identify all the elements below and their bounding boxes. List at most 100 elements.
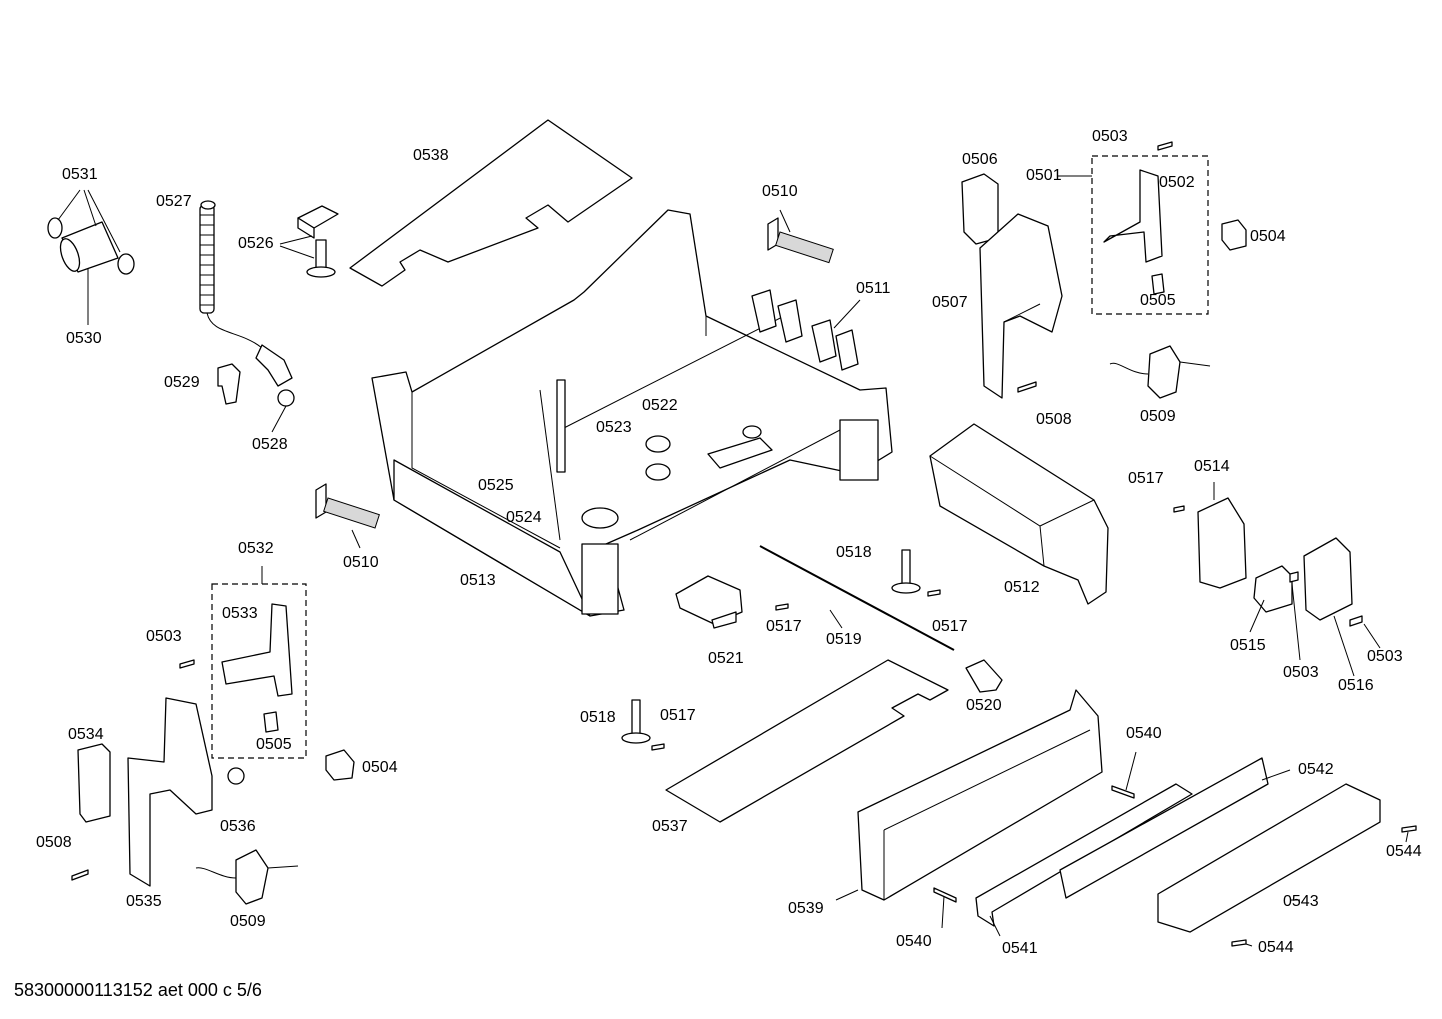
label-0544-right: 0544: [1386, 843, 1422, 860]
part-0521-valve: [675, 575, 743, 629]
part-0511-connectors: [751, 289, 861, 371]
label-0503-top: 0503: [1092, 128, 1128, 145]
part-0508-screw-b: [71, 869, 89, 881]
part-0505-clip: [1151, 273, 1165, 295]
part-0510-spring-bottom: [315, 483, 380, 549]
label-0516: 0516: [1338, 677, 1374, 694]
label-0517-right: 0517: [1128, 470, 1164, 487]
part-0539-kickplate: [857, 689, 1103, 901]
label-0507: 0507: [932, 294, 968, 311]
part-0503-screw-b: [1289, 571, 1299, 583]
label-0530: 0530: [66, 330, 102, 347]
part-0503-screw-d: [179, 659, 195, 669]
part-0527-hose: [199, 200, 293, 387]
label-0535: 0535: [126, 893, 162, 910]
part-0502-bracket: [1103, 169, 1163, 263]
label-0540-bottom: 0540: [896, 933, 932, 950]
label-0517-left: 0517: [766, 618, 802, 635]
label-0509-bottom: 0509: [230, 913, 266, 930]
part-0535-bracket: [127, 697, 213, 887]
label-0524: 0524: [506, 509, 542, 526]
part-0543-panel: [1157, 783, 1381, 933]
part-0517-screw-c: [775, 603, 789, 611]
label-0511: 0511: [856, 280, 891, 297]
label-0513: 0513: [460, 572, 496, 589]
label-0505-bottom: 0505: [256, 736, 292, 753]
part-0504-cap: [1221, 219, 1247, 251]
label-0514: 0514: [1194, 458, 1230, 475]
part-0519-rod: [759, 545, 955, 651]
label-0515: 0515: [1230, 637, 1266, 654]
label-0541: 0541: [1002, 940, 1038, 957]
part-0503-screw: [1157, 141, 1173, 151]
label-0533: 0533: [222, 605, 258, 622]
label-0536: 0536: [220, 818, 256, 835]
part-0515-bracket: [1253, 565, 1293, 613]
label-0510-top: 0510: [762, 183, 798, 200]
part-0532-group: [211, 583, 307, 759]
part-0517-screw-b: [927, 589, 941, 597]
part-0540-screw-a: [1111, 785, 1135, 799]
label-0529: 0529: [164, 374, 200, 391]
part-0509-motor-top: [1109, 345, 1211, 399]
label-0531: 0531: [62, 166, 98, 183]
label-0523: 0523: [596, 419, 632, 436]
label-0538: 0538: [413, 147, 449, 164]
part-0529-clip: [217, 363, 241, 405]
part-0540-screw-b: [933, 887, 957, 903]
part-0534-cover: [77, 743, 111, 823]
label-0517-middle: 0517: [932, 618, 968, 635]
label-0503-right: 0503: [1367, 648, 1403, 665]
label-0503-left: 0503: [146, 628, 182, 645]
label-0518-bottom: 0518: [580, 709, 616, 726]
label-0508-bottom: 0508: [36, 834, 72, 851]
part-0541-strip: [975, 783, 1193, 927]
part-0520-cap: [965, 659, 1003, 693]
label-0544-bottom: 0544: [1258, 939, 1294, 956]
part-0516-cover: [1303, 537, 1353, 621]
part-0544-screw-a: [1401, 825, 1417, 833]
part-0504-cap-b: [325, 749, 355, 781]
part-0517-screw-d: [651, 743, 665, 751]
label-0542: 0542: [1298, 761, 1334, 778]
part-0503-screw-c: [1349, 615, 1363, 627]
label-0518-top: 0518: [836, 544, 872, 561]
label-0519: 0519: [826, 631, 862, 648]
label-0540-top: 0540: [1126, 725, 1162, 742]
label-0510-bottom: 0510: [343, 554, 379, 571]
part-0514-cover: [1197, 497, 1247, 589]
label-0528: 0528: [252, 436, 288, 453]
label-0512: 0512: [1004, 579, 1040, 596]
label-0504-top: 0504: [1250, 228, 1286, 245]
document-id: 58300000113152 aet 000 c 5/6: [14, 980, 262, 1000]
label-0517-bottom: 0517: [660, 707, 696, 724]
part-0518-screw-b: [621, 699, 651, 744]
part-0542-panel: [1059, 757, 1269, 899]
part-0512-module: [929, 423, 1109, 605]
label-0522: 0522: [642, 397, 678, 414]
label-0506: 0506: [962, 151, 998, 168]
part-0531-clamps: [47, 217, 135, 275]
part-0509-motor-bottom: [195, 849, 299, 905]
part-0508-screw: [1017, 381, 1037, 393]
part-0530-tube: [59, 221, 119, 273]
part-0528-cap: [277, 389, 295, 407]
label-0505-top: 0505: [1140, 292, 1176, 309]
part-0537-plate: [665, 659, 949, 823]
part-0510-spring-top: [767, 209, 834, 264]
part-0517-screw: [1173, 505, 1185, 513]
part-0506-bracket: [961, 173, 999, 245]
label-0537: 0537: [652, 818, 688, 835]
part-0533-bracket: [221, 603, 293, 697]
label-0503-middle: 0503: [1283, 664, 1319, 681]
label-0532: 0532: [238, 540, 274, 557]
part-0538-plate: [349, 119, 633, 287]
label-0525: 0525: [478, 477, 514, 494]
label-0534: 0534: [68, 726, 104, 743]
label-0504-bottom: 0504: [362, 759, 398, 776]
label-0520: 0520: [966, 697, 1002, 714]
label-0501: 0501: [1026, 167, 1062, 184]
part-0507-bracket: [979, 213, 1063, 399]
part-0518-screw-a: [891, 549, 921, 594]
